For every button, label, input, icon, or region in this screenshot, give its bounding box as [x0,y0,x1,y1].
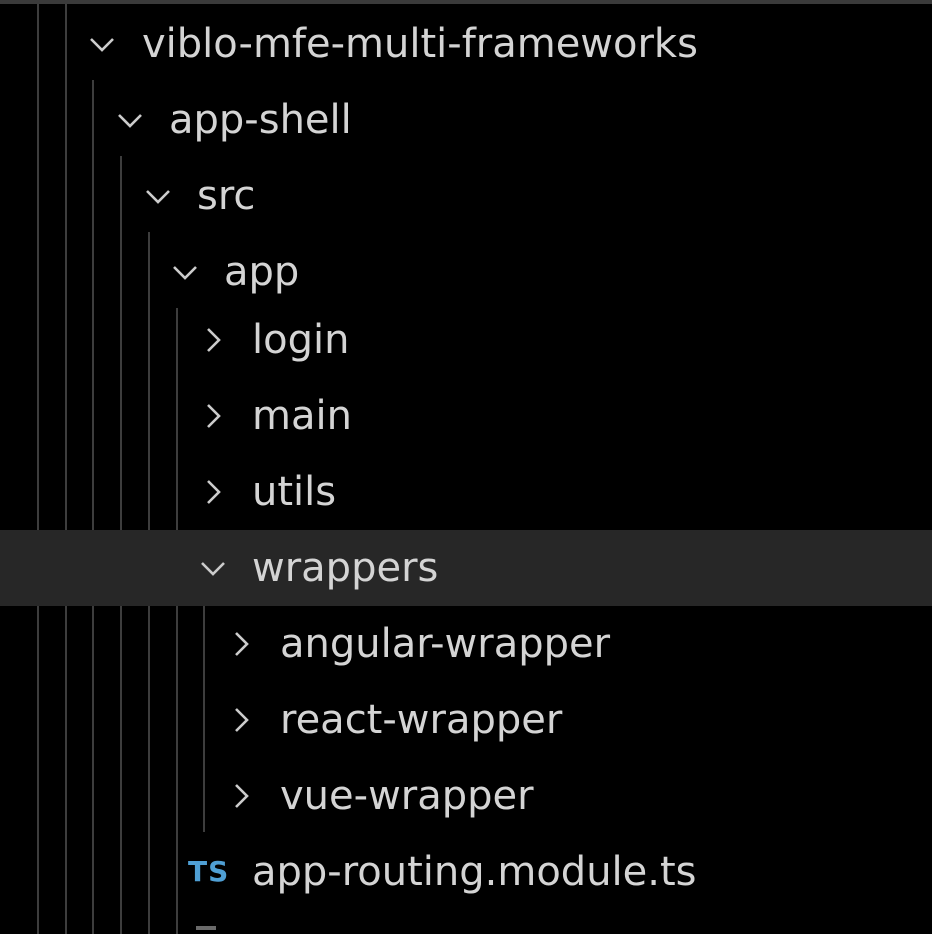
indent-guide [92,80,94,934]
chevron-down-icon [116,106,144,134]
tree-item-label: viblo-mfe-multi-frameworks [142,21,698,67]
tree-item-label: vue-wrapper [280,773,534,819]
tree-item-utils[interactable]: utils [0,454,932,530]
tree-item-angular-wrapper[interactable]: angular-wrapper [0,606,932,682]
tree-item-main[interactable]: main [0,378,932,454]
text-fragment [252,928,672,934]
chevron-right-icon [199,402,227,430]
typescript-file-icon: TS [188,855,230,888]
tree-item-label: angular-wrapper [280,621,611,667]
tree-item-wrappers[interactable]: wrappers [0,530,932,606]
tree-item-label: app-shell [169,97,352,143]
indent-guide [203,604,205,832]
indent-guide [65,4,67,934]
tree-item-app[interactable]: app [0,234,932,310]
tree-item-src[interactable]: src [0,158,932,234]
chevron-right-icon [199,326,227,354]
tree-item-app-shell[interactable]: app-shell [0,82,932,158]
tree-item-label: main [252,393,352,439]
tree-item-viblo-mfe-multi-frameworks[interactable]: viblo-mfe-multi-frameworks [0,6,932,82]
chevron-down-icon [144,182,172,210]
tree-item-partially-visible [0,914,932,934]
chevron-right-icon [227,782,255,810]
tree-item-react-wrapper[interactable]: react-wrapper [0,682,932,758]
file-icon [196,926,216,930]
tree-item-label: app [224,249,300,295]
indent-guide [176,308,178,934]
tree-item-label: wrappers [252,545,439,591]
chevron-down-icon [171,258,199,286]
chevron-right-icon [227,630,255,658]
tree-item-label: src [197,173,256,219]
tree-item-label: utils [252,469,337,515]
tree-item-label: react-wrapper [280,697,563,743]
tree-item-login[interactable]: login [0,302,932,378]
tree-item-label: app-routing.module.ts [252,849,697,895]
tree-item-vue-wrapper[interactable]: vue-wrapper [0,758,932,834]
indent-guide [37,4,39,934]
chevron-right-icon [199,478,227,506]
chevron-right-icon [227,706,255,734]
chevron-down-icon [88,30,116,58]
tree-item-label: login [252,317,350,363]
chevron-down-icon [199,554,227,582]
tree-item-app-routing-module-ts[interactable]: TS app-routing.module.ts [0,834,932,910]
panel-top-border [0,0,932,4]
